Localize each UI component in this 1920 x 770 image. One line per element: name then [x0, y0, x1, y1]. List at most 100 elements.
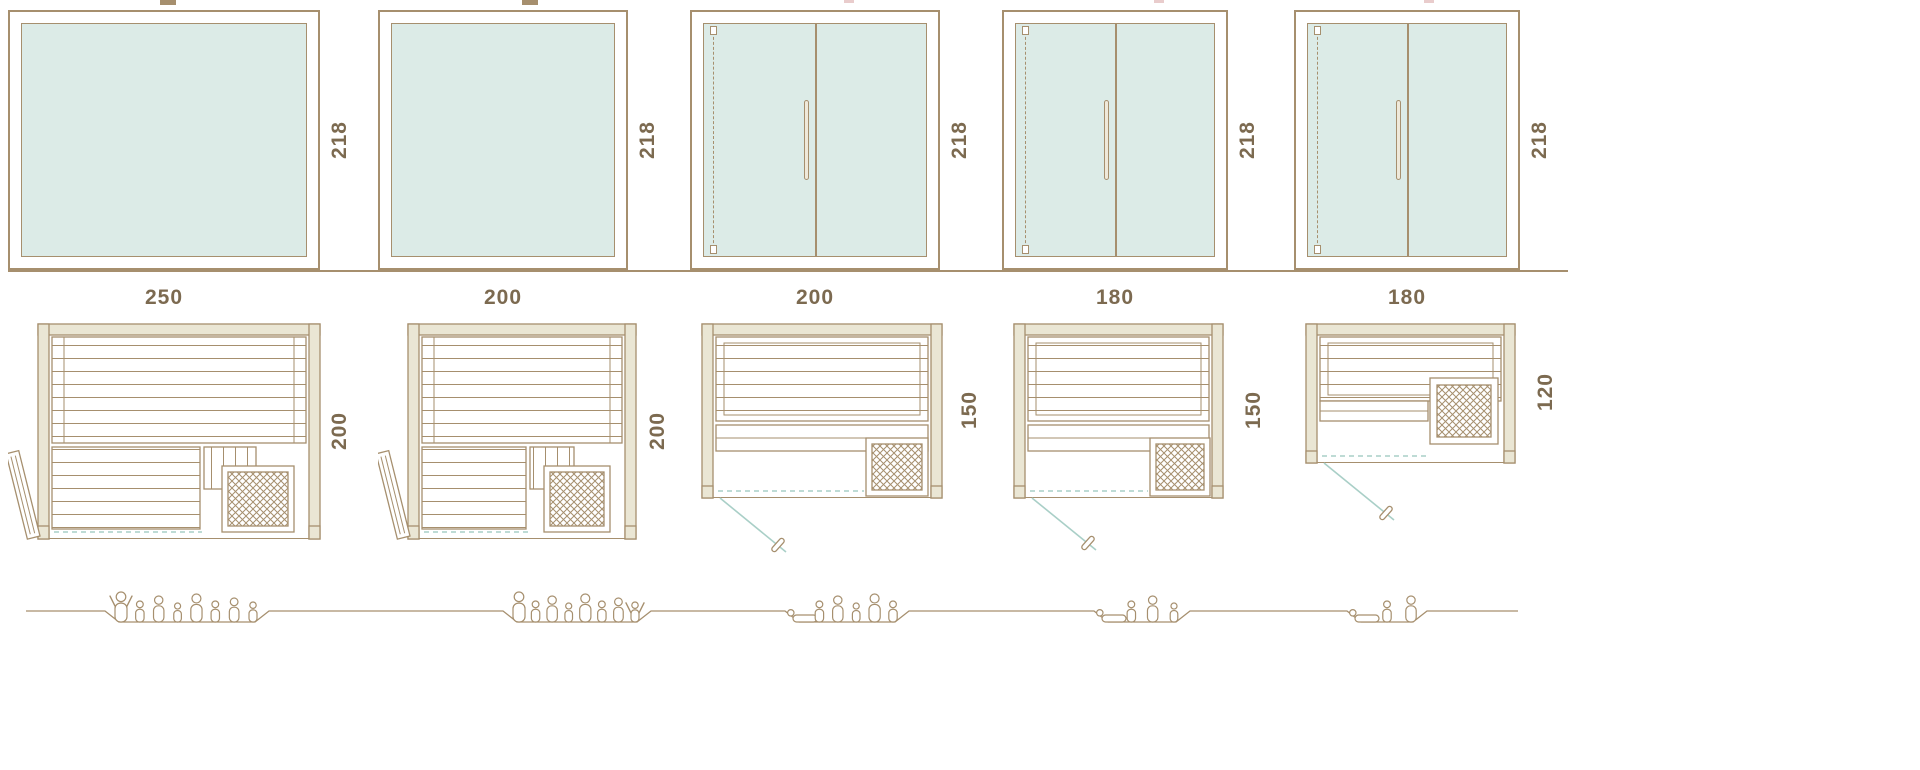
- plan-wall-left: [37, 323, 50, 540]
- heater-grill: [227, 471, 289, 527]
- sauna-front-elevation: [8, 10, 320, 270]
- heater-grill: [1155, 443, 1205, 491]
- front-post-right: [1503, 450, 1516, 464]
- upper-bench: [421, 336, 623, 444]
- door-handle-icon: [771, 537, 785, 553]
- fixed-glass-pane: [391, 23, 615, 257]
- capacity-strip: [8, 567, 1568, 642]
- front-post-right: [930, 485, 943, 499]
- height-dimension-wrap: 218: [328, 10, 352, 270]
- floor-plan: [8, 323, 321, 540]
- sauna-front-elevation: [1294, 10, 1520, 270]
- depth-dimension: 120: [1534, 373, 1557, 412]
- depth-dimension-wrap: 120: [1534, 320, 1558, 465]
- width-dimension: 180: [1387, 286, 1427, 309]
- capacity-baseline: [26, 610, 1518, 623]
- floor-plan: [701, 323, 943, 553]
- door-handle: [1396, 100, 1401, 180]
- double-door-glass: [1015, 23, 1215, 257]
- height-dimension-wrap: 218: [1236, 10, 1260, 270]
- height-dimension: 218: [1236, 120, 1259, 160]
- door-handle-icon: [1081, 535, 1095, 551]
- plan-row: 200: [8, 320, 378, 567]
- height-dimension-wrap: 218: [636, 10, 660, 270]
- width-dimension: 200: [795, 286, 835, 309]
- model-columns: 218 250: [8, 0, 1608, 567]
- door-handle-icon: [1379, 505, 1393, 521]
- door-split-line: [815, 24, 817, 256]
- plan-row: 120: [1294, 320, 1586, 567]
- cropped-dimension-mark: [1424, 0, 1434, 3]
- hinge-line: [713, 27, 714, 253]
- plan-wall-left: [407, 323, 420, 540]
- sauna-front-elevation: [378, 10, 628, 270]
- plan-wall-right: [930, 323, 943, 499]
- ground-line: [8, 270, 1568, 272]
- plan-wall-top: [407, 323, 637, 336]
- people-group: [786, 593, 898, 623]
- width-dimension: 200: [483, 286, 523, 309]
- front-post-left: [1013, 485, 1026, 499]
- open-door: [378, 449, 411, 540]
- people-group: [1349, 595, 1417, 623]
- heater-grill: [1436, 384, 1492, 438]
- front-post-left: [701, 485, 714, 499]
- people-group: [109, 591, 258, 623]
- hinge-top-icon: [1314, 26, 1321, 35]
- floor-plan: [378, 323, 637, 540]
- hinge-bottom-icon: [1314, 245, 1321, 254]
- depth-dimension-wrap: 200: [328, 320, 352, 542]
- model-column-180x120: 218 180: [1294, 0, 1586, 567]
- hinge-top-icon: [710, 26, 717, 35]
- plan-wall-top: [701, 323, 943, 336]
- door-handle: [804, 100, 809, 180]
- hinge-top-icon: [1022, 26, 1029, 35]
- door-handle: [1104, 100, 1109, 180]
- height-dimension: 218: [948, 120, 971, 160]
- fixed-glass-pane: [21, 23, 307, 257]
- cropped-dimension-mark: [844, 0, 854, 3]
- door-swing-line: [1323, 462, 1395, 521]
- plan-row: 200: [378, 320, 690, 567]
- cropped-dimension-mark: [1154, 0, 1164, 3]
- floor-plan: [1013, 323, 1224, 551]
- depth-dimension-wrap: 150: [1242, 320, 1266, 500]
- front-post-right: [624, 525, 637, 540]
- plan-wall-right: [1211, 323, 1224, 499]
- upper-bench: [51, 336, 307, 444]
- door-split-line: [1115, 24, 1117, 256]
- hinge-bottom-icon: [1022, 245, 1029, 254]
- depth-dimension: 200: [646, 411, 669, 451]
- people-group: [1096, 595, 1179, 623]
- depth-dimension: 200: [328, 411, 351, 451]
- elevation-row: 218: [378, 0, 690, 272]
- plan-wall-top: [1013, 323, 1224, 336]
- hinge-line: [1025, 27, 1026, 253]
- double-door-glass: [703, 23, 927, 257]
- width-dimension: 180: [1095, 286, 1135, 309]
- plan-wall-top: [37, 323, 321, 336]
- door-swing-line: [719, 497, 787, 553]
- double-door-glass: [1307, 23, 1507, 257]
- front-post-right: [1211, 485, 1224, 499]
- hinge-line: [1317, 27, 1318, 253]
- depth-dimension-wrap: 200: [646, 320, 670, 542]
- front-post-left: [1305, 450, 1318, 464]
- plan-wall-left: [1305, 323, 1318, 464]
- plan-wall-top: [1305, 323, 1516, 336]
- model-column-200x200: 218 200: [378, 0, 690, 567]
- model-column-200x150: 218 200: [690, 0, 1002, 567]
- elevation-row: 218: [8, 0, 378, 272]
- open-door: [8, 449, 41, 540]
- sauna-front-elevation: [1002, 10, 1228, 270]
- upper-bench: [715, 336, 929, 422]
- front-post-right: [308, 525, 321, 540]
- heater-grill: [871, 443, 923, 491]
- height-dimension-wrap: 218: [1528, 10, 1552, 270]
- depth-dimension: 150: [958, 390, 981, 430]
- plan-row: 150: [690, 320, 1002, 567]
- sauna-size-sheet: 218 250: [8, 0, 1608, 642]
- model-column-250x200: 218 250: [8, 0, 378, 567]
- height-dimension-wrap: 218: [948, 10, 972, 270]
- width-dimension: 250: [144, 286, 184, 309]
